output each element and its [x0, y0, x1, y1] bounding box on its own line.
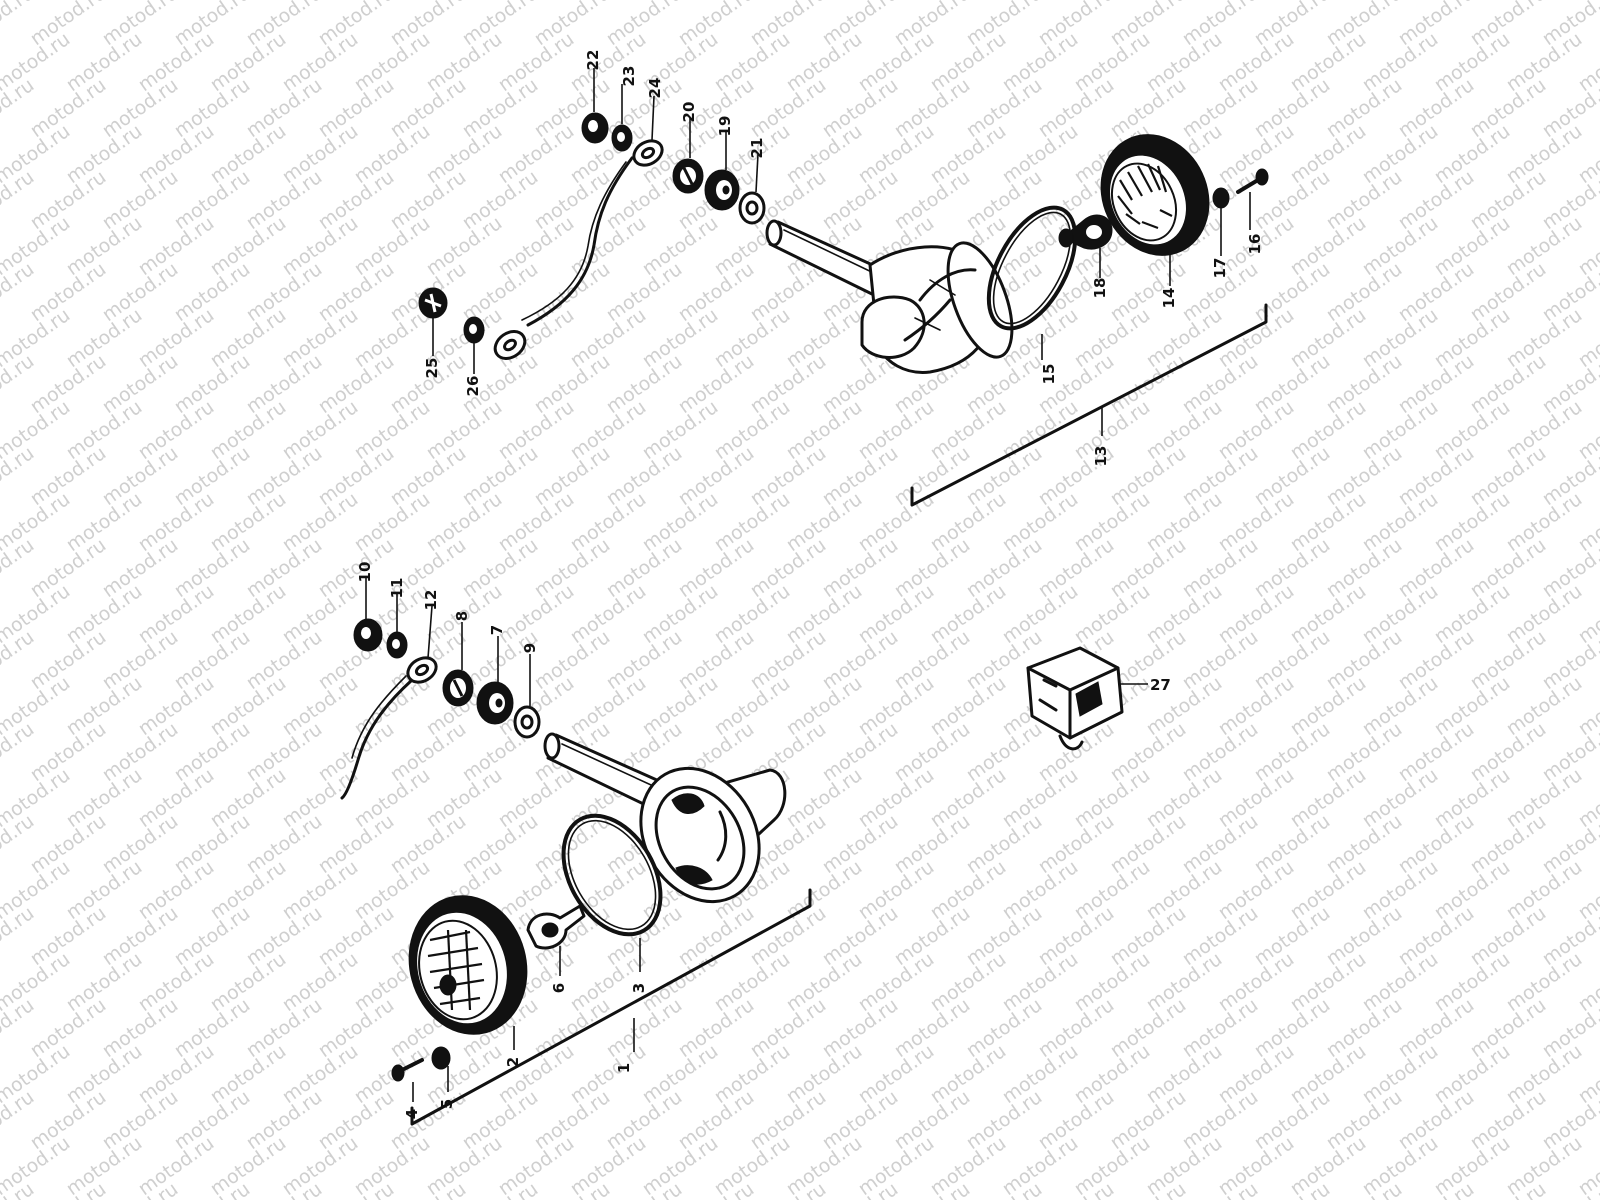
callout-15: 15 [1040, 364, 1058, 385]
rear-turn-signal-assembly [418, 112, 1269, 507]
lock-washer-20-icon [672, 158, 704, 194]
assembly-bracket-1 [410, 888, 812, 1126]
ground-wire [526, 156, 634, 327]
nut-7-icon [476, 681, 514, 725]
bulb-6-icon [526, 904, 586, 950]
nut-22-icon [581, 112, 609, 144]
watermark-text: motod.ru [1574, 0, 1600, 4]
callout-21: 21 [748, 138, 766, 159]
nut-10-icon [353, 618, 383, 652]
callout-27: 27 [1150, 676, 1171, 694]
assembly-bracket-13 [910, 303, 1268, 507]
callout-17: 17 [1211, 258, 1229, 279]
callout-2: 2 [504, 1057, 522, 1067]
gasket-15-icon [986, 205, 1078, 331]
callout-7: 7 [488, 625, 506, 635]
screw-16-icon [1236, 168, 1269, 194]
callout-25: 25 [423, 358, 441, 379]
callout-20: 20 [680, 102, 698, 123]
leader-lines [365, 68, 1251, 1102]
callout-22: 22 [584, 50, 602, 71]
callout-10: 10 [356, 562, 374, 583]
washer-17-icon [1212, 187, 1230, 209]
wire-lower [340, 678, 414, 800]
callout-labels: 1 2 3 4 5 6 7 8 9 10 11 12 13 14 15 16 1… [356, 50, 1264, 1120]
washer-23-icon [611, 124, 633, 152]
callout-9: 9 [521, 643, 539, 653]
callout-18: 18 [1091, 278, 1109, 299]
callout-3: 3 [630, 983, 648, 993]
callout-14: 14 [1160, 288, 1178, 309]
callout-19: 19 [716, 116, 734, 137]
screw-25-icon [418, 287, 448, 319]
lens-14-icon [1100, 134, 1210, 256]
gasket-3-icon [561, 813, 663, 937]
washer-9-icon [513, 705, 541, 739]
callout-13: 13 [1092, 446, 1110, 467]
nut-19-icon [704, 169, 740, 211]
callout-26: 26 [464, 376, 482, 397]
lens-2-icon [408, 895, 528, 1035]
callout-24: 24 [646, 78, 664, 99]
washer-5-icon [431, 1046, 451, 1070]
lamp-housing-upper [860, 241, 1014, 374]
callout-16: 16 [1246, 234, 1264, 255]
callout-5: 5 [438, 1099, 456, 1109]
wire-ring-terminal-upper [632, 139, 664, 167]
washer-21-icon [738, 191, 766, 225]
callout-8: 8 [453, 611, 471, 621]
callout-4: 4 [403, 1109, 421, 1119]
callout-23: 23 [620, 66, 638, 87]
washer-11-icon [386, 631, 408, 659]
flasher-relay-27-icon [1026, 646, 1124, 751]
callout-1: 1 [615, 1063, 633, 1073]
washer-26-icon [463, 316, 485, 344]
front-turn-signal-assembly [340, 618, 812, 1126]
lock-washer-8-icon [442, 669, 474, 707]
lamp-housing-lower [639, 766, 787, 904]
wire-ring-terminal-front [406, 656, 438, 684]
bulb-18-icon [1058, 214, 1113, 250]
callout-11: 11 [388, 578, 406, 599]
screw-4-icon [391, 1058, 424, 1082]
callout-12: 12 [422, 590, 440, 611]
wire-ring-terminal-lower [493, 330, 527, 360]
callout-6: 6 [550, 983, 568, 993]
lamp-stem-lower [543, 732, 670, 812]
